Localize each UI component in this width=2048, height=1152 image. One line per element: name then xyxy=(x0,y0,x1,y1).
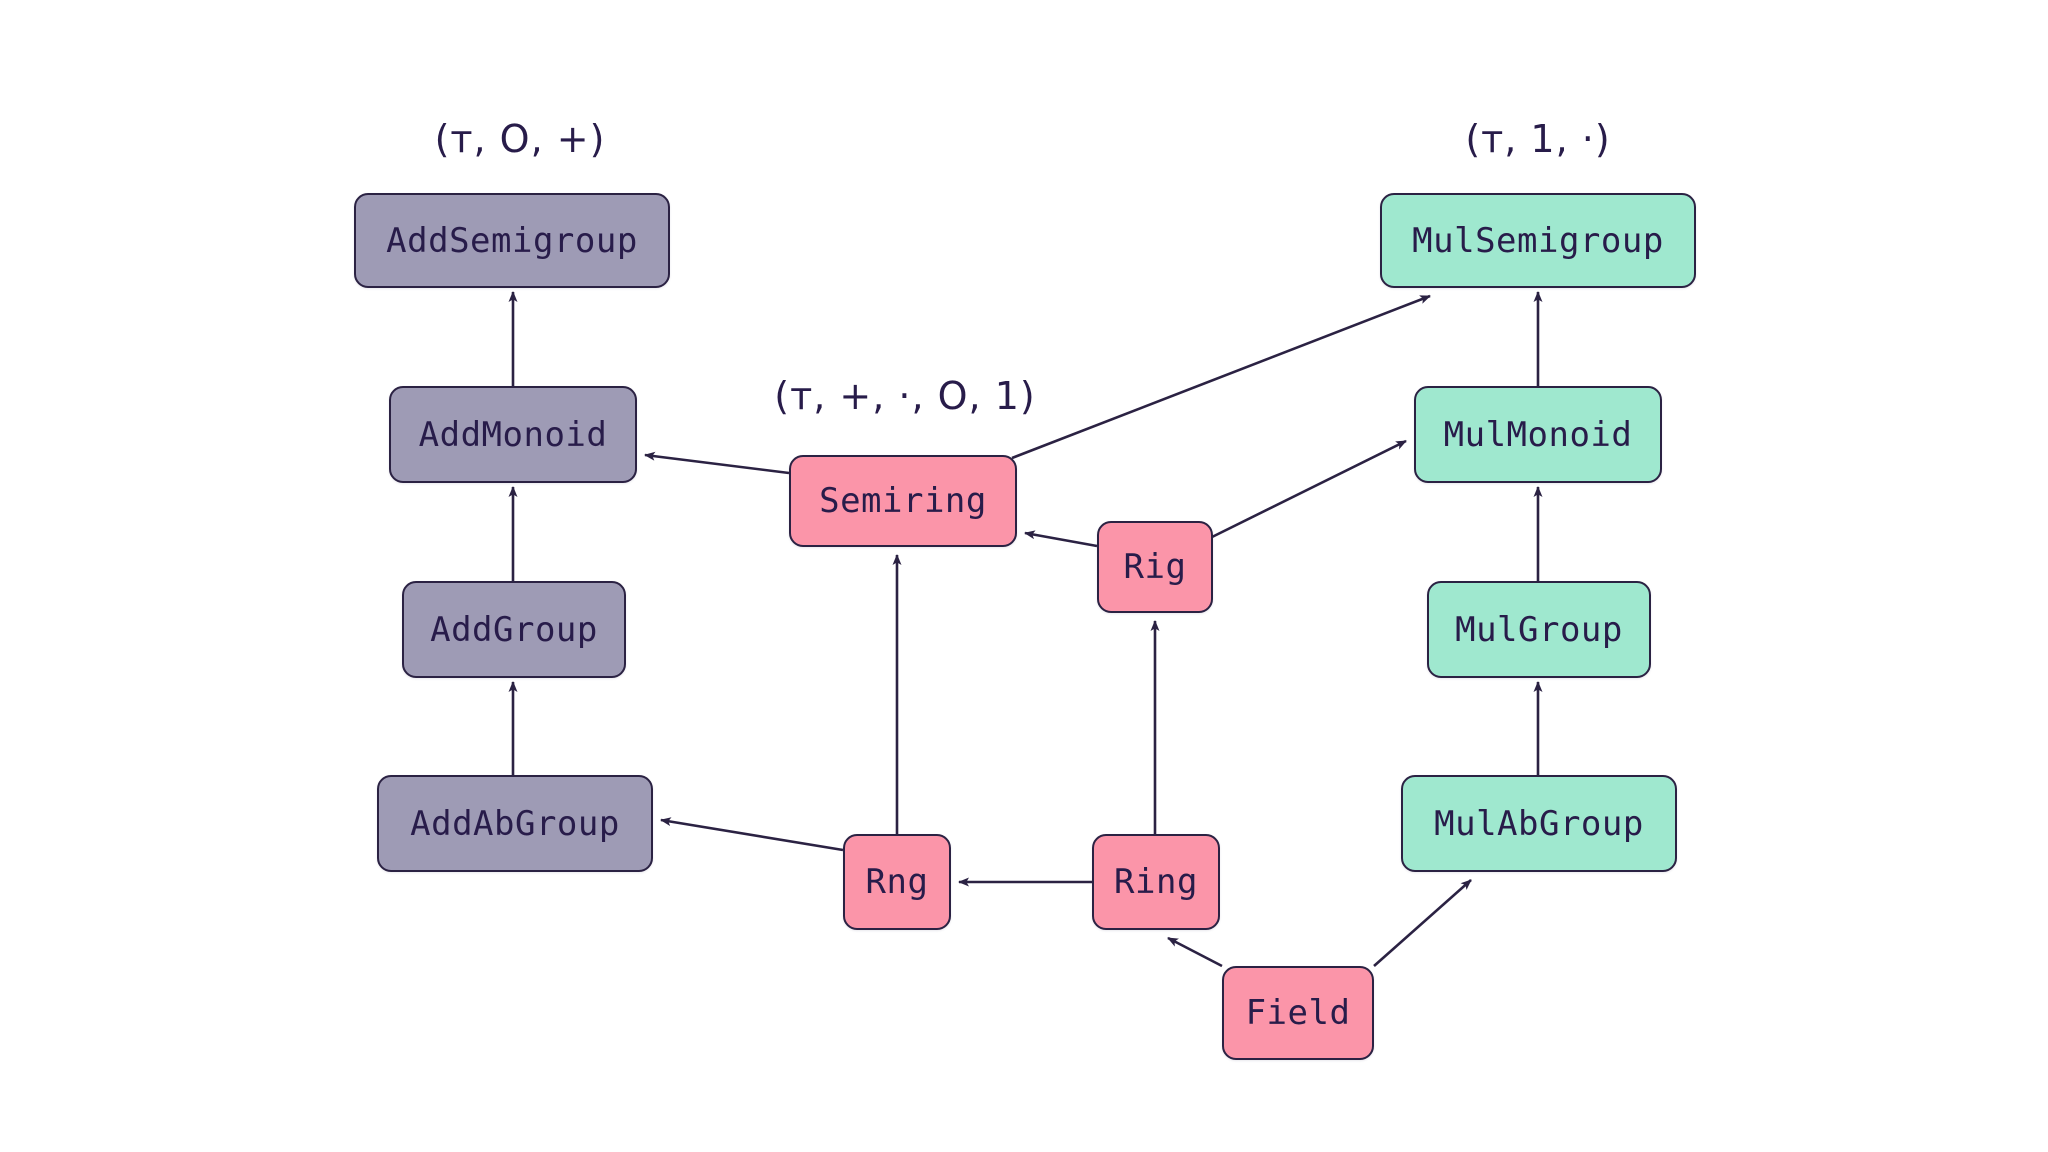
node-mulmonoid[interactable]: MulMonoid xyxy=(1414,386,1662,483)
edge-rig-to-mulmonoid xyxy=(1209,439,1407,540)
node-semiring[interactable]: Semiring xyxy=(789,455,1017,547)
edge-rng-to-addabgroup xyxy=(660,817,844,852)
label-multiplicative: (ᴛ, 1, ·) xyxy=(1465,117,1611,161)
node-rng[interactable]: Rng xyxy=(843,834,951,930)
node-field[interactable]: Field xyxy=(1222,966,1374,1060)
edge-rig-to-semiring xyxy=(1024,530,1098,548)
edge-field-to-mulabgroup xyxy=(1373,879,1472,967)
node-addsemigroup[interactable]: AddSemigroup xyxy=(354,193,670,288)
node-addmonoid[interactable]: AddMonoid xyxy=(389,386,637,483)
label-ring: (ᴛ, +, ·, O, 1) xyxy=(774,374,1036,418)
node-mulabgroup[interactable]: MulAbGroup xyxy=(1401,775,1677,872)
edge-field-to-ring xyxy=(1167,936,1223,968)
node-mulsemigroup[interactable]: MulSemigroup xyxy=(1380,193,1696,288)
node-ring[interactable]: Ring xyxy=(1092,834,1220,930)
node-addabgroup[interactable]: AddAbGroup xyxy=(377,775,653,872)
node-mulgroup[interactable]: MulGroup xyxy=(1427,581,1651,678)
node-addgroup[interactable]: AddGroup xyxy=(402,581,626,678)
edge-semiring-to-addmonoid xyxy=(644,451,790,475)
label-additive: (ᴛ, O, +) xyxy=(434,117,606,161)
node-rig[interactable]: Rig xyxy=(1097,521,1213,613)
edge-semiring-to-mulsemigroup xyxy=(1011,294,1431,460)
